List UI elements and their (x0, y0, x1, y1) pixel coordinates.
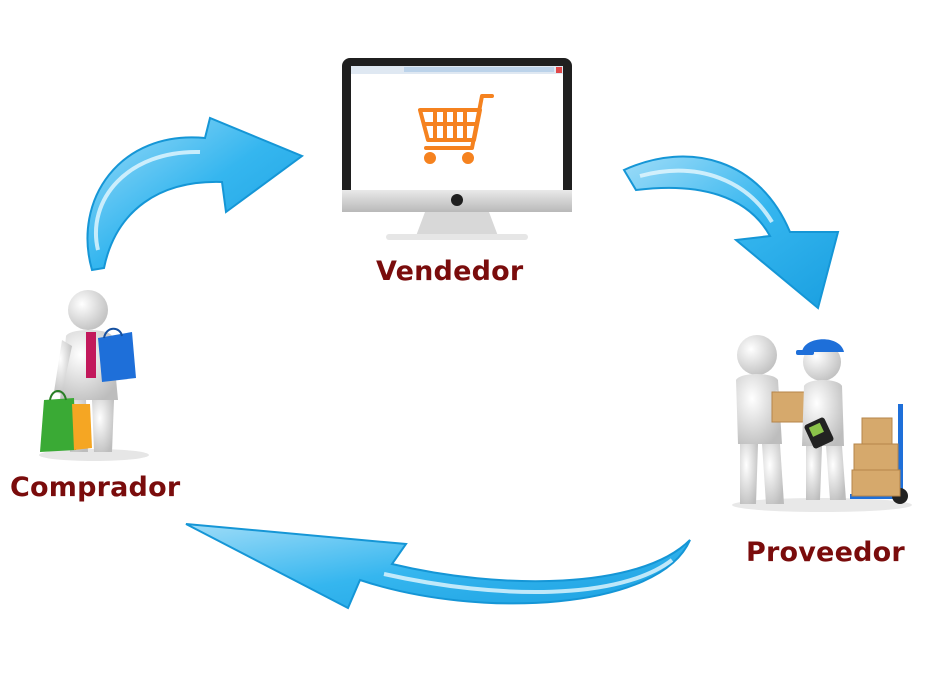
computer-monitor-shopping-cart-icon (342, 58, 572, 240)
shopper-with-bags-icon (39, 290, 149, 461)
shopping-cart-icon (418, 94, 494, 164)
arrow-supplier-to-buyer (185, 523, 691, 610)
supplier-label: Proveedor (746, 537, 905, 568)
arrow-seller-to-supplier (622, 155, 840, 310)
delivery-courier-with-boxes-icon (732, 335, 912, 512)
arrow-buyer-to-seller (86, 116, 305, 272)
buyer-label: Comprador (10, 472, 181, 503)
seller-label: Vendedor (376, 256, 524, 287)
